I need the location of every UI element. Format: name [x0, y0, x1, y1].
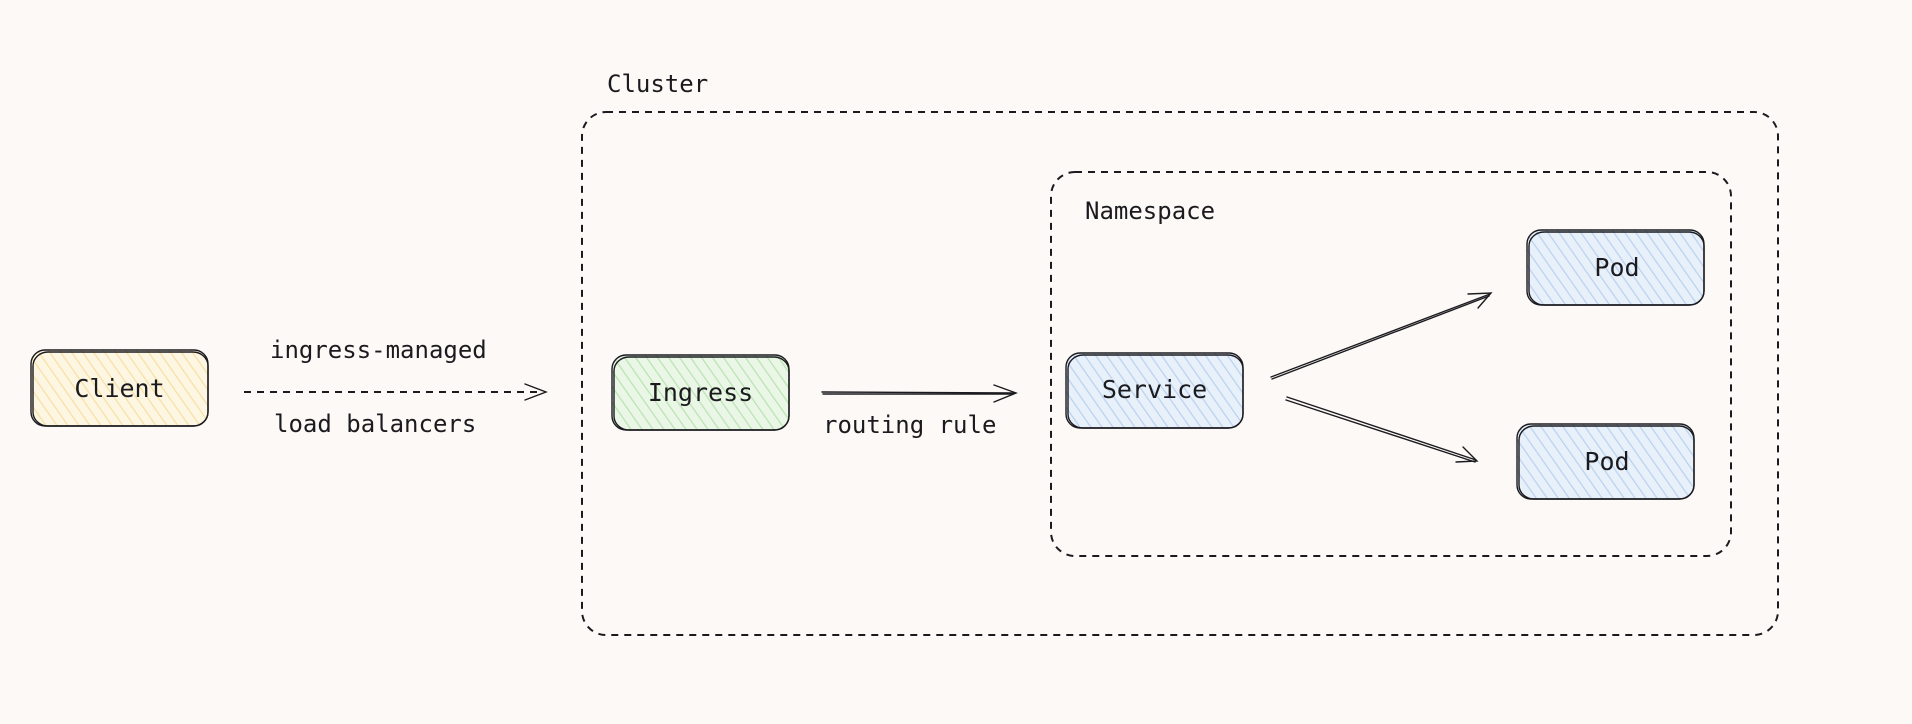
edge-service-to-pod-top — [1270, 292, 1493, 380]
pod-bottom-label: Pod — [1584, 447, 1629, 476]
service-node[interactable]: Service — [1065, 352, 1244, 429]
namespace-label: Namespace — [1085, 197, 1215, 225]
edge-client-ingress-label-top: ingress-managed — [270, 336, 487, 364]
edge-service-to-pod-bottom — [1285, 396, 1479, 463]
ingress-node[interactable]: Ingress — [611, 354, 790, 431]
edge-ingress-service-label: routing rule — [823, 411, 996, 439]
ingress-label: Ingress — [648, 378, 753, 407]
client-label: Client — [74, 374, 164, 403]
service-label: Service — [1102, 375, 1207, 404]
edge-client-to-ingress: ingress-managed load balancers — [244, 336, 548, 438]
pod-top-label: Pod — [1594, 253, 1639, 282]
pod-top-node[interactable]: Pod — [1526, 229, 1705, 306]
pod-bottom-node[interactable]: Pod — [1516, 423, 1695, 500]
cluster-group: Cluster — [581, 70, 1779, 636]
edge-client-ingress-label-bottom: load balancers — [274, 410, 476, 438]
cluster-label: Cluster — [607, 70, 708, 98]
namespace-boundary — [1050, 171, 1732, 557]
edge-ingress-to-service: routing rule — [821, 384, 1018, 439]
cluster-boundary — [581, 111, 1779, 636]
client-node[interactable]: Client — [30, 349, 209, 427]
namespace-group: Namespace — [1050, 171, 1732, 557]
